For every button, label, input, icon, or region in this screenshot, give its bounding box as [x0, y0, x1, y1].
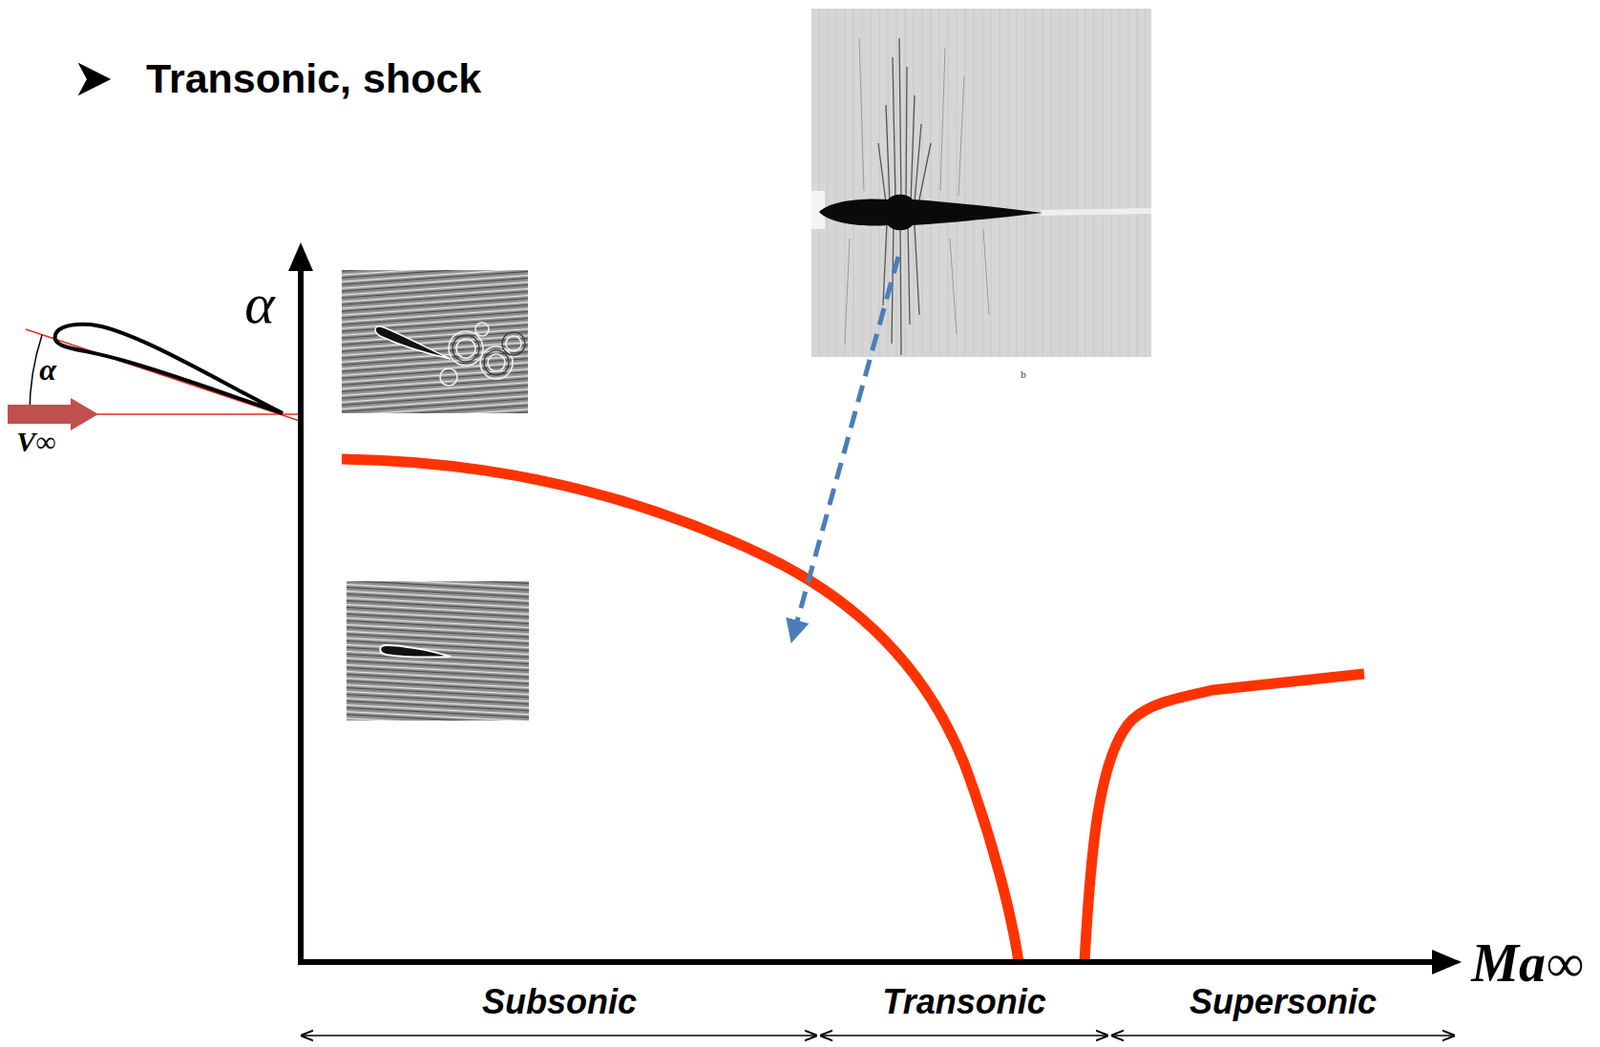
regime-label: Subsonic — [482, 983, 637, 1022]
axes — [288, 242, 1462, 975]
attached-flow-photo — [346, 581, 529, 721]
axis-label: α — [244, 272, 275, 336]
regime-label: Transonic — [882, 983, 1046, 1022]
airfoil-sketch — [7, 324, 300, 431]
angle-label: α — [39, 353, 57, 387]
critical-curve — [341, 459, 1365, 963]
velocity-label: V∞ — [16, 425, 56, 458]
range-arrows — [301, 1034, 1454, 1037]
photo-caption: b — [1020, 368, 1027, 380]
axis-label: Ma∞ — [1471, 934, 1584, 994]
pointer-arrow — [794, 256, 899, 632]
regime-label: Supersonic — [1189, 983, 1377, 1022]
stall-photo — [341, 270, 528, 414]
slide-title: Transonic, shock — [146, 56, 482, 102]
shock-photo — [811, 8, 1152, 358]
bullet-arrow — [80, 64, 109, 94]
